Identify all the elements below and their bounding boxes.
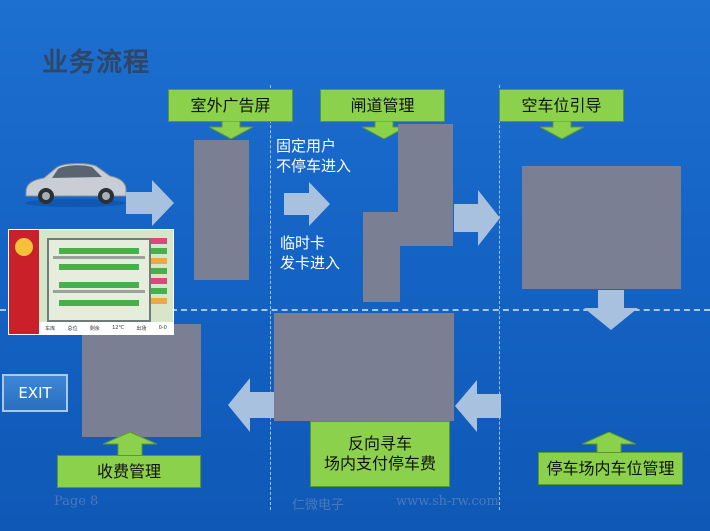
screen-stats-bar: 车库 总位 剩余 12℃ 出场 0-0: [39, 322, 173, 334]
right-arrow-icon: [284, 182, 330, 226]
guidance-screen-image: 车库 总位 剩余 12℃ 出场 0-0: [8, 229, 174, 335]
fixed-user-note: 固定用户 不停车进入: [276, 137, 352, 175]
reverse-search-box: 反向寻车 场内支付停车费: [310, 421, 450, 487]
placeholder-image: [194, 140, 249, 280]
slide-title: 业务流程: [42, 48, 151, 78]
screen-side-indicators: [151, 238, 167, 318]
placeholder-image: [274, 313, 454, 421]
in-lot-spot-management-box: 停车场内车位管理: [538, 452, 683, 485]
footer-page-number: Page 8: [54, 494, 99, 509]
divider-line-left: [270, 85, 271, 510]
exit-button[interactable]: EXIT: [2, 374, 68, 412]
stat-label: 12℃: [112, 325, 125, 331]
stat-label: 车库: [45, 325, 56, 332]
stat-label: 出场: [136, 325, 147, 332]
outdoor-ad-screen-box: 室外广告屏: [168, 89, 293, 122]
up-arrow-icon: [582, 432, 636, 456]
temp-card-note: 临时卡 发卡进入: [280, 234, 341, 272]
divider-line-horizontal: [0, 309, 710, 311]
screen-logo-panel: [9, 230, 39, 334]
footer-website: www.sh-rw.com: [396, 494, 499, 509]
vacant-spot-guidance-box: 空车位引导: [499, 89, 624, 122]
logo-icon: [15, 238, 33, 256]
down-arrow-icon: [540, 121, 584, 139]
placeholder-image: [398, 124, 453, 246]
down-arrow-icon: [584, 290, 638, 330]
placeholder-image: [82, 324, 201, 437]
placeholder-image: [522, 166, 681, 289]
right-arrow-icon: [126, 180, 174, 226]
stat-label: 0-0: [158, 325, 167, 331]
up-arrow-icon: [103, 432, 157, 456]
fee-management-box: 收费管理: [57, 455, 201, 488]
down-arrow-icon: [209, 121, 253, 139]
left-arrow-icon: [228, 378, 274, 432]
divider-line-right: [499, 85, 500, 510]
car-image: [25, 163, 127, 207]
right-arrow-icon: [454, 190, 500, 246]
left-arrow-icon: [455, 380, 501, 432]
gate-management-box: 闸道管理: [320, 89, 445, 122]
stat-label: 总位: [67, 325, 78, 332]
screen-lot-map: [47, 238, 151, 322]
footer-company: 仁微电子: [292, 498, 345, 513]
stat-label: 剩余: [89, 325, 100, 332]
down-arrow-icon: [362, 121, 406, 139]
placeholder-image: [363, 212, 400, 302]
